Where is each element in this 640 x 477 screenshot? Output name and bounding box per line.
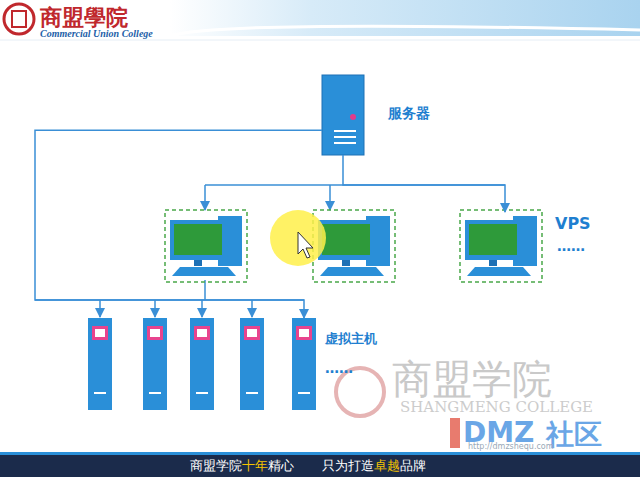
watermark-url: http://dmzshequ.com (468, 442, 554, 451)
watermark: SHANGMENG COLLEGE (400, 398, 593, 416)
server-icon (322, 75, 364, 155)
footer-rule (0, 452, 640, 455)
logo-seal (4, 4, 34, 34)
vps-node: VPS…… (465, 212, 545, 282)
host-tower (190, 318, 214, 410)
footer-text: 精心 (268, 457, 294, 475)
node-label: 虚拟主机 (325, 330, 377, 348)
footer-text: 品牌 (400, 457, 426, 475)
host-tower (292, 318, 316, 410)
mouse-cursor (298, 232, 313, 258)
ellipsis-label: …… (557, 238, 585, 254)
header-band (170, 0, 640, 36)
computer-icon (165, 210, 247, 282)
host-tower (143, 318, 167, 410)
server-node: 服务器 (322, 75, 364, 155)
footer-highlight: 十年 (242, 457, 268, 475)
computer-icon (313, 210, 395, 282)
footer-bar (0, 455, 640, 477)
footer-highlight: 卓越 (374, 457, 400, 475)
cursor-highlight (270, 210, 326, 266)
watermark-dmz: 社区 (546, 416, 602, 454)
logo-seal-mark (12, 11, 26, 27)
node-label: VPS (555, 214, 591, 233)
header-rule (0, 40, 640, 41)
dmz-block (450, 418, 460, 448)
footer-text: 商盟学院 (190, 457, 242, 475)
bus-wires (35, 185, 505, 317)
computer-icon (460, 210, 542, 282)
connector (35, 130, 322, 318)
header-curve (170, 26, 640, 36)
college-english: Commercial Union College (40, 28, 153, 39)
host-tower (240, 318, 264, 410)
host-tower (88, 318, 112, 410)
host-node: 虚拟主机…… (292, 318, 316, 410)
ellipsis-label: …… (325, 360, 353, 376)
connector (343, 155, 505, 212)
footer-text: 只为打造 (322, 457, 374, 475)
node-label: 服务器 (388, 105, 430, 123)
